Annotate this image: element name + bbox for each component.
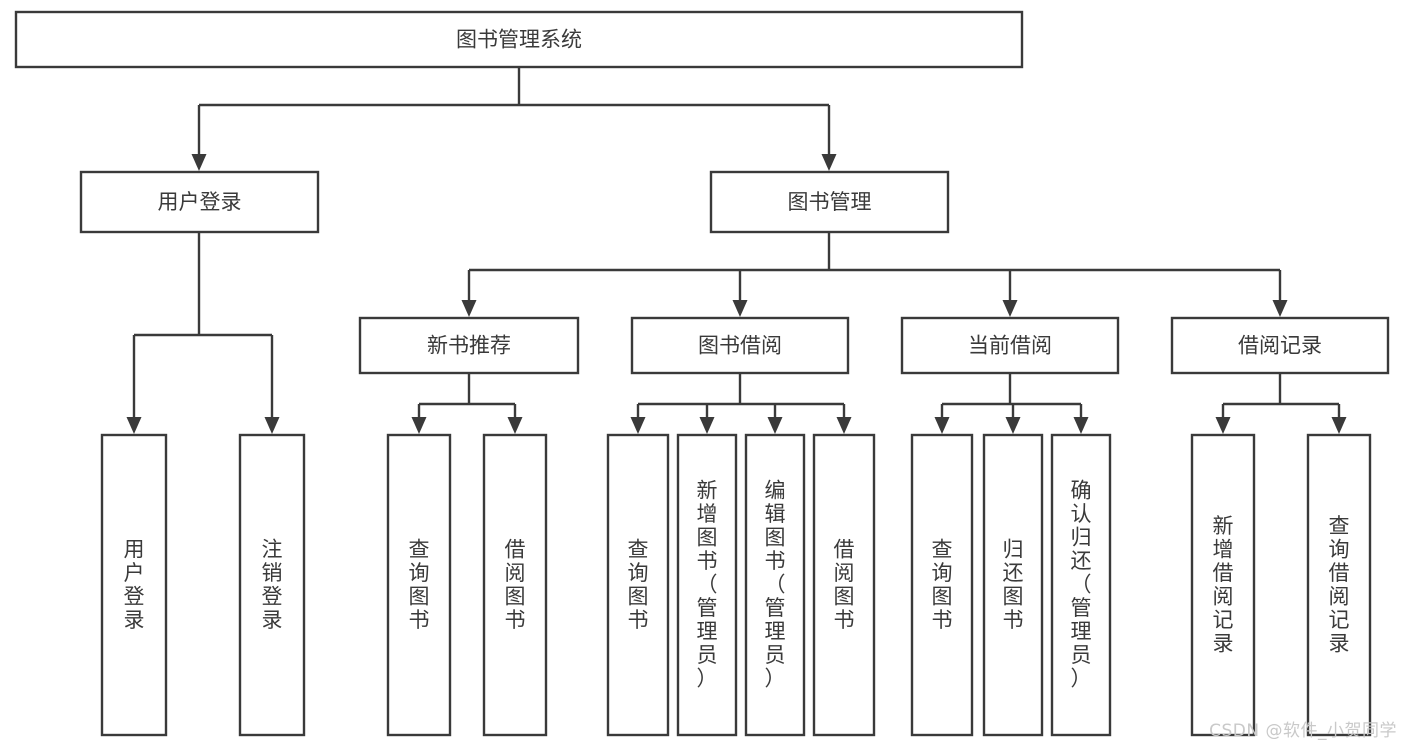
node-label-borrow-record: 借阅记录 xyxy=(1238,334,1322,358)
node-label-leaf-query-book-recommend: 查询图书 xyxy=(409,537,430,632)
node-label-leaf-confirm-return-admin: 确认归还（管理员） xyxy=(1071,479,1092,691)
arrow-head-icon xyxy=(934,417,950,434)
node-leaf-borrow-book[interactable]: 借阅图书 xyxy=(812,433,876,737)
node-box-new-book-recommend xyxy=(358,316,580,375)
connector-root-to-level2 xyxy=(191,67,837,171)
connector-borrow-record-to-leaves xyxy=(1215,373,1347,434)
node-label-leaf-add-borrow-record: 新增借阅记录 xyxy=(1213,514,1234,656)
node-label-leaf-query-borrow-record: 查询借阅记录 xyxy=(1329,514,1350,656)
node-leaf-confirm-return-admin[interactable]: 确认归还（管理员） xyxy=(1050,433,1112,737)
node-leaf-borrow-book-recommend[interactable]: 借阅图书 xyxy=(482,433,548,737)
node-box-root xyxy=(14,10,1024,69)
node-box-book-management xyxy=(709,170,950,234)
node-label-leaf-add-book-admin: 新增图书（管理员） xyxy=(697,479,718,691)
connector-book-borrow-to-leaves xyxy=(630,373,852,434)
node-box-current-borrow xyxy=(900,316,1120,375)
node-label-leaf-borrow-book: 借阅图书 xyxy=(834,537,855,632)
node-leaf-user-login[interactable]: 用户登录 xyxy=(100,433,168,737)
arrow-head-icon xyxy=(264,417,280,434)
node-leaf-query-book-current[interactable]: 查询图书 xyxy=(910,433,974,737)
node-label-root: 图书管理系统 xyxy=(456,28,582,52)
node-box-user-login xyxy=(79,170,320,234)
node-label-new-book-recommend: 新书推荐 xyxy=(427,334,511,358)
node-user-login[interactable]: 用户登录 xyxy=(79,170,320,234)
node-label-leaf-query-book-borrow: 查询图书 xyxy=(628,537,649,632)
node-leaf-add-borrow-record[interactable]: 新增借阅记录 xyxy=(1190,433,1256,737)
node-box-borrow-record xyxy=(1170,316,1390,375)
node-label-leaf-borrow-book-recommend: 借阅图书 xyxy=(505,537,526,632)
node-label-book-management: 图书管理 xyxy=(788,190,872,214)
node-leaf-logout[interactable]: 注销登录 xyxy=(238,433,306,737)
node-leaf-edit-book-admin[interactable]: 编辑图书（管理员） xyxy=(744,433,806,737)
node-label-leaf-query-book-current: 查询图书 xyxy=(932,537,953,632)
arrow-head-icon xyxy=(1215,417,1231,434)
boxes-layer: 图书管理系统用户登录图书管理新书推荐图书借阅当前借阅借阅记录用户登录注销登录查询… xyxy=(14,10,1390,737)
node-box-leaf-borrow-book xyxy=(812,433,876,737)
node-box-leaf-borrow-book-recommend xyxy=(482,433,548,737)
node-box-leaf-query-book-current xyxy=(910,433,974,737)
node-label-current-borrow: 当前借阅 xyxy=(968,334,1052,358)
arrow-head-icon xyxy=(732,300,748,317)
node-label-user-login: 用户登录 xyxy=(158,190,242,214)
arrow-head-icon xyxy=(1272,300,1288,317)
arrow-head-icon xyxy=(1331,417,1347,434)
node-box-leaf-return-book xyxy=(982,433,1044,737)
node-box-leaf-add-borrow-record xyxy=(1190,433,1256,737)
arrow-head-icon xyxy=(699,417,715,434)
node-label-leaf-return-book: 归还图书 xyxy=(1003,537,1024,632)
node-box-leaf-edit-book-admin xyxy=(744,433,806,737)
node-label-book-borrow: 图书借阅 xyxy=(698,334,782,358)
connector-user-login-to-leaves xyxy=(126,232,280,434)
node-box-leaf-query-book-recommend xyxy=(386,433,452,737)
node-leaf-query-book-borrow[interactable]: 查询图书 xyxy=(606,433,670,737)
arrow-head-icon xyxy=(1005,417,1021,434)
arrow-head-icon xyxy=(126,417,142,434)
connector-book-management-to-level3 xyxy=(461,232,1288,317)
node-leaf-query-borrow-record[interactable]: 查询借阅记录 xyxy=(1306,433,1372,737)
connector-current-borrow-to-leaves xyxy=(934,373,1089,434)
node-box-leaf-add-book-admin xyxy=(676,433,738,737)
node-book-management[interactable]: 图书管理 xyxy=(709,170,950,234)
node-box-leaf-user-login xyxy=(100,433,168,737)
arrow-head-icon xyxy=(507,417,523,434)
node-leaf-query-book-recommend[interactable]: 查询图书 xyxy=(386,433,452,737)
node-current-borrow[interactable]: 当前借阅 xyxy=(900,316,1120,375)
node-label-leaf-edit-book-admin: 编辑图书（管理员） xyxy=(765,479,786,691)
node-borrow-record[interactable]: 借阅记录 xyxy=(1170,316,1390,375)
connectors-layer xyxy=(126,67,1347,434)
arrow-head-icon xyxy=(630,417,646,434)
node-label-leaf-logout: 注销登录 xyxy=(262,537,283,632)
node-leaf-add-book-admin[interactable]: 新增图书（管理员） xyxy=(676,433,738,737)
node-new-book-recommend[interactable]: 新书推荐 xyxy=(358,316,580,375)
node-leaf-return-book[interactable]: 归还图书 xyxy=(982,433,1044,737)
arrow-head-icon xyxy=(191,154,207,171)
node-box-leaf-confirm-return-admin xyxy=(1050,433,1112,737)
connector-new-book-recommend-to-leaves xyxy=(411,373,523,434)
arrow-head-icon xyxy=(1073,417,1089,434)
node-box-leaf-logout xyxy=(238,433,306,737)
arrow-head-icon xyxy=(411,417,427,434)
node-box-book-borrow xyxy=(630,316,850,375)
node-box-leaf-query-book-borrow xyxy=(606,433,670,737)
node-root[interactable]: 图书管理系统 xyxy=(14,10,1024,69)
arrow-head-icon xyxy=(461,300,477,317)
node-box-leaf-query-borrow-record xyxy=(1306,433,1372,737)
arrow-head-icon xyxy=(767,417,783,434)
arrow-head-icon xyxy=(836,417,852,434)
node-label-leaf-user-login: 用户登录 xyxy=(124,537,145,632)
node-book-borrow[interactable]: 图书借阅 xyxy=(630,316,850,375)
arrow-head-icon xyxy=(821,154,837,171)
arrow-head-icon xyxy=(1002,300,1018,317)
